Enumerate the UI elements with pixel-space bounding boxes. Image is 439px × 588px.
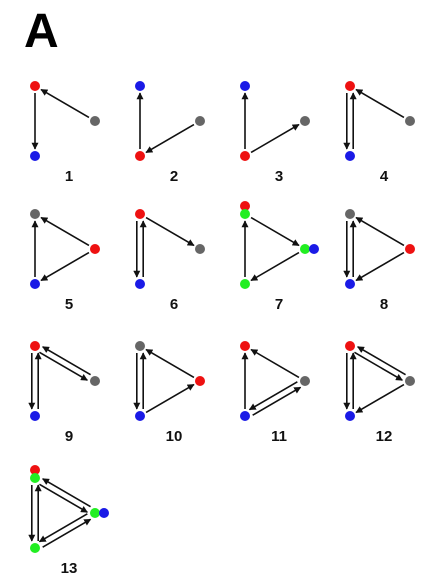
blue-node	[345, 279, 355, 289]
motif-12: 12	[343, 341, 415, 445]
edge-arrow	[355, 216, 405, 247]
red-node	[195, 376, 205, 386]
blue-node	[135, 81, 145, 91]
edge-arrow	[39, 483, 88, 513]
gray-node	[30, 209, 40, 219]
gray-node	[300, 116, 310, 126]
blue-node	[135, 279, 145, 289]
motif-number: 12	[376, 428, 393, 445]
edge-arrow	[250, 123, 300, 154]
motif-10: 10	[133, 341, 205, 445]
edge-arrow	[145, 383, 195, 414]
blue-node	[30, 279, 40, 289]
edge-arrow	[250, 251, 300, 282]
gray-node	[195, 116, 205, 126]
edge-arrow	[40, 251, 90, 282]
motif-number: 6	[170, 296, 178, 313]
panel-label: A	[24, 5, 59, 58]
edge-arrow	[145, 216, 195, 247]
motif-7: 7	[240, 201, 319, 313]
gray-node	[195, 244, 205, 254]
blue-node	[135, 411, 145, 421]
green-node	[300, 244, 310, 254]
red-node	[240, 201, 250, 211]
blue-node	[99, 508, 109, 518]
motif-number: 1	[65, 168, 73, 185]
green-node	[30, 473, 40, 483]
motif-2: 2	[135, 81, 205, 185]
gray-node	[300, 376, 310, 386]
motif-number: 8	[380, 296, 388, 313]
blue-node	[240, 81, 250, 91]
motif-number: 5	[65, 296, 73, 313]
red-node	[135, 209, 145, 219]
gray-node	[90, 376, 100, 386]
motif-number: 4	[380, 168, 389, 185]
motif-number: 13	[61, 560, 78, 577]
red-node	[30, 81, 40, 91]
motif-3: 3	[240, 81, 310, 185]
edge-arrow	[357, 346, 406, 376]
red-node	[30, 465, 40, 475]
edge-arrow	[42, 346, 91, 376]
edge-arrow	[355, 251, 405, 282]
edge-arrow	[248, 381, 298, 411]
blue-node	[30, 411, 40, 421]
green-node	[90, 508, 100, 518]
red-node	[240, 341, 250, 351]
edge-arrow	[355, 88, 405, 119]
motif-number: 2	[170, 168, 178, 185]
blue-node	[30, 151, 40, 161]
edge-arrow	[38, 513, 88, 543]
motif-number: 7	[275, 296, 283, 313]
edge-arrow	[39, 351, 88, 381]
edge-arrow	[42, 518, 92, 548]
green-node	[240, 279, 250, 289]
green-node	[30, 543, 40, 553]
blue-node	[345, 411, 355, 421]
motif-13: 13	[28, 465, 109, 577]
motif-5: 5	[30, 209, 100, 313]
red-node	[345, 341, 355, 351]
red-node	[405, 244, 415, 254]
motif-number: 11	[271, 428, 287, 445]
red-node	[30, 341, 40, 351]
motif-11: 11	[240, 341, 310, 445]
green-node	[240, 209, 250, 219]
motif-9: 9	[28, 341, 100, 445]
motif-1: 1	[30, 81, 100, 185]
gray-node	[90, 116, 100, 126]
blue-node	[309, 244, 319, 254]
red-node	[240, 151, 250, 161]
blue-node	[345, 151, 355, 161]
motif-number: 9	[65, 428, 73, 445]
motif-6: 6	[133, 209, 205, 313]
edge-arrow	[40, 88, 90, 119]
gray-node	[135, 341, 145, 351]
edge-arrow	[355, 383, 405, 414]
motif-number: 10	[166, 428, 183, 445]
blue-node	[240, 411, 250, 421]
edge-arrow	[145, 348, 195, 379]
edge-arrow	[252, 386, 302, 416]
red-node	[90, 244, 100, 254]
edge-arrow	[145, 123, 195, 154]
edge-arrow	[42, 478, 91, 508]
motif-8: 8	[343, 209, 415, 313]
edge-arrow	[250, 348, 300, 379]
gray-node	[345, 209, 355, 219]
red-node	[135, 151, 145, 161]
red-node	[345, 81, 355, 91]
motif-4: 4	[343, 81, 415, 185]
motif-number: 3	[275, 168, 283, 185]
edge-arrow	[354, 351, 403, 381]
edge-arrow	[250, 216, 300, 247]
gray-node	[405, 116, 415, 126]
gray-node	[405, 376, 415, 386]
edge-arrow	[40, 216, 90, 247]
